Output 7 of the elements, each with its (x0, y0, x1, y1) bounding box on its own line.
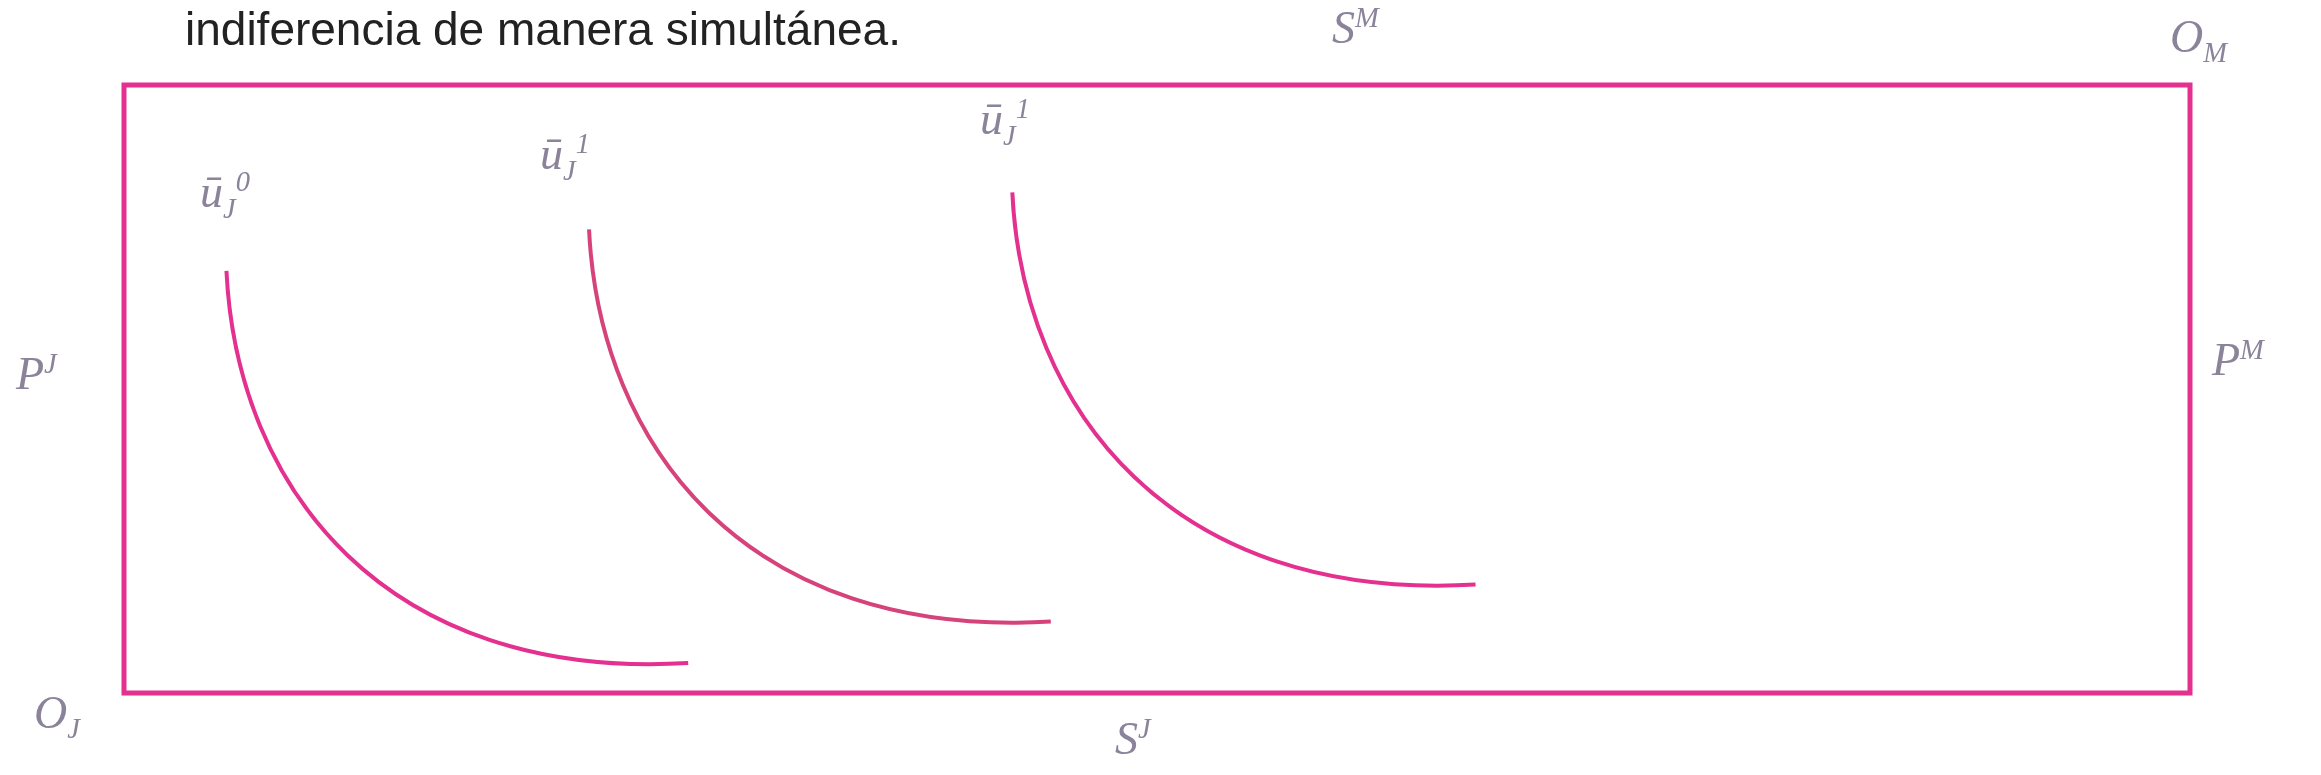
axis-label: S$^{M}$ (1332, 4, 1379, 52)
title-text: indiferencia de manera simultánea. (185, 2, 901, 56)
axis-label: P$^{J}$ (16, 350, 57, 398)
origin-label: O$_{M}$ (2170, 14, 2227, 68)
origin-label: O$_{J}$ (34, 690, 80, 744)
axis-label: S$^{J}$ (1115, 715, 1151, 763)
axis-label: P$^{M}$ (2212, 336, 2264, 384)
